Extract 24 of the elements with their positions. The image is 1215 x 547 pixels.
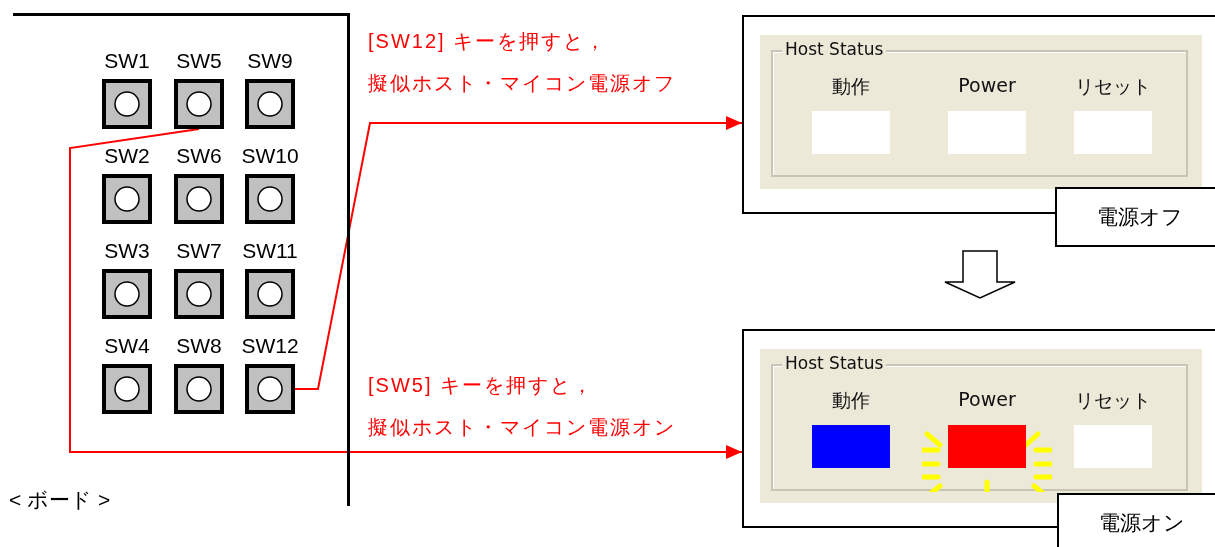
arrow — [69, 128, 743, 459]
indicator-label: 動作 — [831, 74, 871, 99]
indicator-label: リセット — [1074, 388, 1152, 413]
switch-label: SW10 — [240, 143, 300, 169]
state-tag: 電源オン — [1057, 493, 1215, 547]
switch-label: SW7 — [175, 238, 223, 264]
switch-label: SW1 — [103, 48, 151, 74]
indicator-label: Power — [957, 74, 1017, 98]
switch-label: SW3 — [103, 238, 151, 264]
indicator-label: リセット — [1074, 74, 1152, 99]
indicator-label: Power — [957, 388, 1017, 412]
state-tag: 電源オフ — [1055, 187, 1215, 247]
board-label: < ボード > — [9, 487, 111, 513]
switch-label: SW2 — [103, 143, 151, 169]
switch-label: SW8 — [175, 333, 223, 359]
switch-label: SW11 — [241, 238, 299, 264]
indicator-label: 動作 — [831, 388, 871, 413]
switch-label: SW9 — [246, 48, 294, 74]
hollow-arrow — [944, 250, 1016, 299]
switch-label: SW6 — [175, 143, 223, 169]
arrow — [294, 116, 743, 390]
switch-label: SW5 — [175, 48, 223, 74]
switch-label: SW4 — [103, 333, 151, 359]
switch-label: SW12 — [240, 333, 300, 359]
